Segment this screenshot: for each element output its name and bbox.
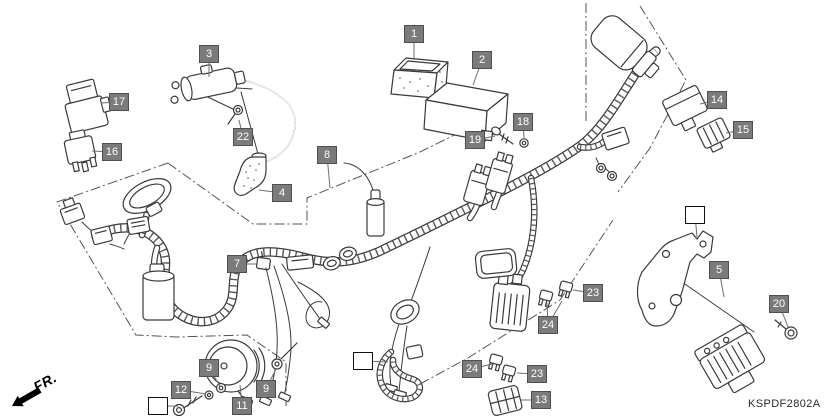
regulator-rectifier xyxy=(694,324,766,394)
part-callout-blank[interactable] xyxy=(685,206,705,224)
horn xyxy=(204,339,266,409)
part-callout-1[interactable]: 1 xyxy=(404,25,424,43)
part-callout-23[interactable]: 23 xyxy=(527,365,547,383)
trunk-clip xyxy=(286,254,315,271)
part-callout-24[interactable]: 24 xyxy=(462,360,482,378)
part-callout-9[interactable]: 9 xyxy=(256,380,276,398)
protector-sleeve xyxy=(390,57,449,99)
relay-17 xyxy=(64,78,112,134)
fuses xyxy=(487,280,574,383)
part-callout-8[interactable]: 8 xyxy=(317,146,337,164)
part-callout-18[interactable]: 18 xyxy=(513,113,533,131)
harness-clip-7 xyxy=(255,251,271,271)
part-callout-23[interactable]: 23 xyxy=(583,284,603,302)
part-callout-13[interactable]: 13 xyxy=(531,391,551,409)
ignition-switch-boot xyxy=(590,15,660,79)
part-callout-11[interactable]: 11 xyxy=(232,397,252,415)
part-callout-22[interactable]: 22 xyxy=(233,128,253,146)
part-callout-16[interactable]: 16 xyxy=(102,143,122,161)
horn-fasteners xyxy=(172,342,298,417)
left-connectors xyxy=(59,197,151,250)
part-callout-blank[interactable] xyxy=(353,352,373,370)
spark-plug-cap xyxy=(233,152,267,196)
diode-14 xyxy=(662,85,708,132)
part-callout-24[interactable]: 24 xyxy=(538,316,558,334)
part-callout-5[interactable]: 5 xyxy=(709,261,729,279)
part-callout-17[interactable]: 17 xyxy=(109,93,129,111)
fr-arrow-icon xyxy=(12,387,42,407)
bolt-20 xyxy=(774,319,798,340)
starter-relay xyxy=(489,273,531,332)
branch-connector xyxy=(595,126,630,182)
condenser-cylinder xyxy=(142,263,175,321)
part-callout-20[interactable]: 20 xyxy=(769,295,789,313)
headlight-coupler xyxy=(122,178,172,217)
washer-18 xyxy=(519,138,529,148)
part-callout-12[interactable]: 12 xyxy=(171,381,191,399)
fuse-box-13 xyxy=(487,384,523,416)
part-callout-14[interactable]: 14 xyxy=(707,91,727,109)
part-callout-3[interactable]: 3 xyxy=(199,45,219,63)
bolt-22 xyxy=(227,104,244,125)
part-callout-7[interactable]: 7 xyxy=(227,255,247,273)
mid-cylinder xyxy=(343,162,385,237)
connector-15 xyxy=(696,117,731,153)
fuse-cover xyxy=(474,248,518,279)
diagram-part-code: KSPDF2802A xyxy=(748,398,821,410)
part-callout-15[interactable]: 15 xyxy=(733,121,753,139)
part-callout-19[interactable]: 19 xyxy=(465,131,485,149)
relay-16 xyxy=(63,129,98,173)
ignition-coil xyxy=(170,64,296,163)
part-callout-2[interactable]: 2 xyxy=(472,51,492,69)
screw-19 xyxy=(491,126,514,145)
bracket-stay xyxy=(636,230,755,333)
zip-tie-band xyxy=(376,344,424,403)
hanging-connectors xyxy=(463,151,514,222)
part-callout-blank[interactable] xyxy=(148,397,168,415)
part-callout-9[interactable]: 9 xyxy=(199,359,219,377)
part-callout-4[interactable]: 4 xyxy=(272,184,292,202)
harness-grommets xyxy=(322,246,357,271)
